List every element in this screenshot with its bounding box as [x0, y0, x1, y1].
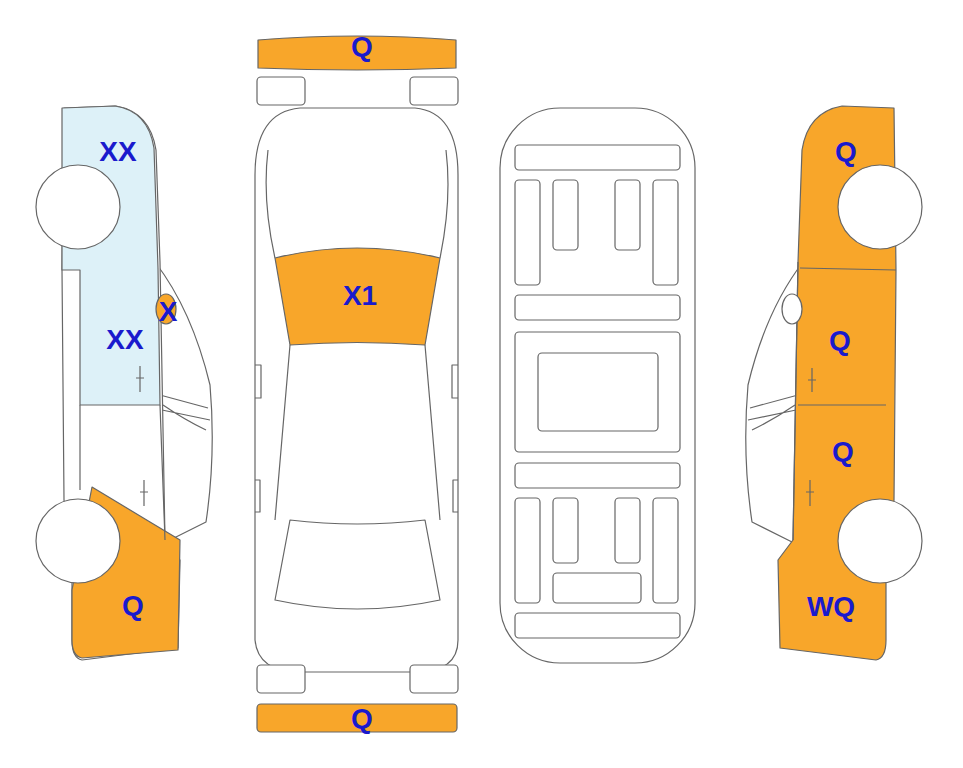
damage-code: Q — [122, 592, 144, 620]
damage-code: XX — [99, 138, 136, 166]
damage-code: X1 — [343, 282, 377, 310]
right-side-view — [746, 106, 922, 660]
damage-code: Q — [829, 327, 851, 355]
damage-code: Q — [351, 33, 373, 61]
damage-code: XX — [106, 326, 143, 354]
top-view — [255, 36, 458, 732]
damage-code: Q — [832, 438, 854, 466]
left-side-view — [36, 106, 212, 660]
damage-code: X — [159, 298, 178, 326]
damage-code: Q — [835, 138, 857, 166]
damage-code: Q — [351, 705, 373, 733]
damage-code: WQ — [807, 593, 855, 621]
underside-view — [500, 108, 695, 663]
